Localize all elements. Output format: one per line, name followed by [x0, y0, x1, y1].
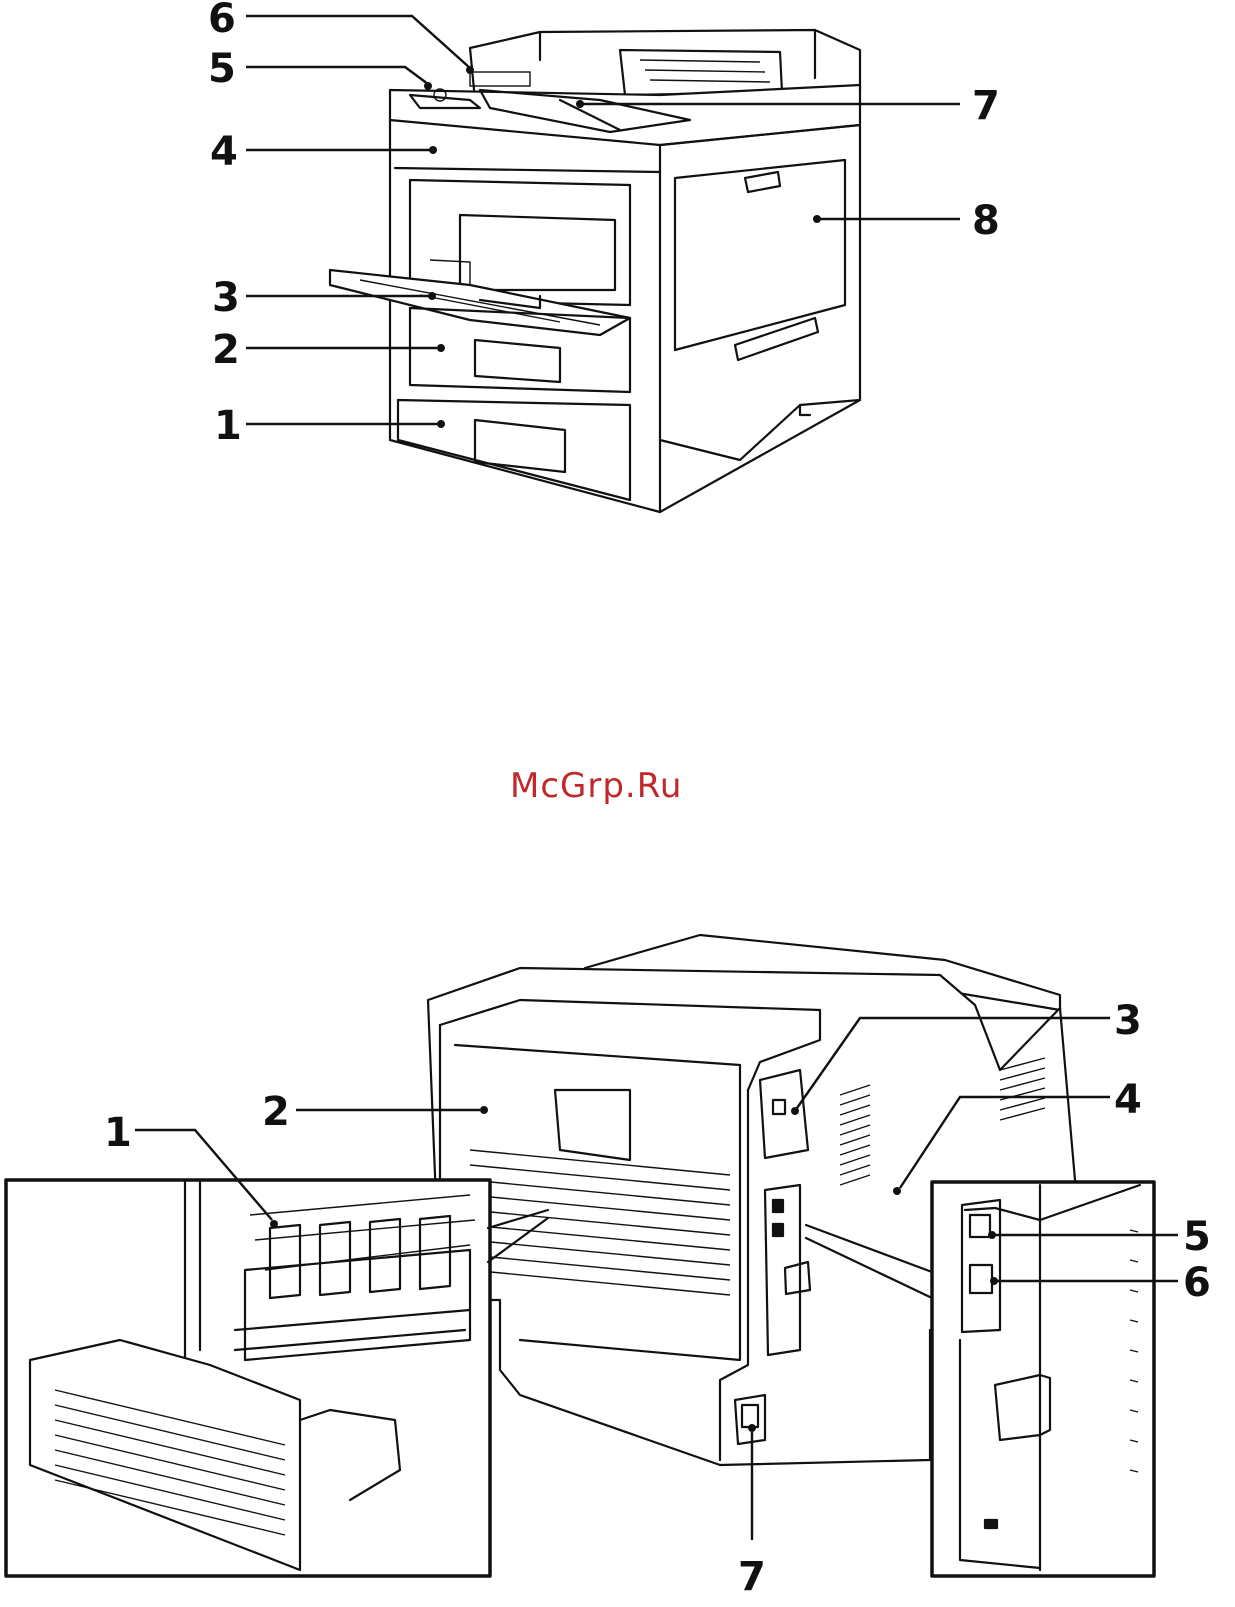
front-callout-4: 4: [210, 129, 238, 175]
front-callout-7: 7: [972, 83, 1000, 129]
front-callout-8: 8: [972, 198, 1000, 244]
front-view-illustration: [330, 30, 860, 512]
front-callout-5: 5: [208, 46, 236, 92]
rear-callout-4: 4: [1114, 1077, 1142, 1123]
watermark-text: McGrp.Ru: [510, 766, 682, 806]
rear-callout-1: 1: [104, 1110, 132, 1156]
fuser-inset: [6, 1180, 548, 1576]
rear-callout-3: 3: [1114, 998, 1142, 1044]
front-callout-2: 2: [212, 327, 240, 373]
front-callout-3: 3: [212, 275, 240, 321]
front-callout-6: 6: [208, 0, 236, 42]
rear-callout-7: 7: [738, 1554, 766, 1600]
rear-callout-2: 2: [262, 1089, 290, 1135]
rear-callout-6: 6: [1183, 1260, 1211, 1306]
front-callout-1: 1: [214, 403, 242, 449]
rear-callout-5: 5: [1183, 1214, 1211, 1260]
